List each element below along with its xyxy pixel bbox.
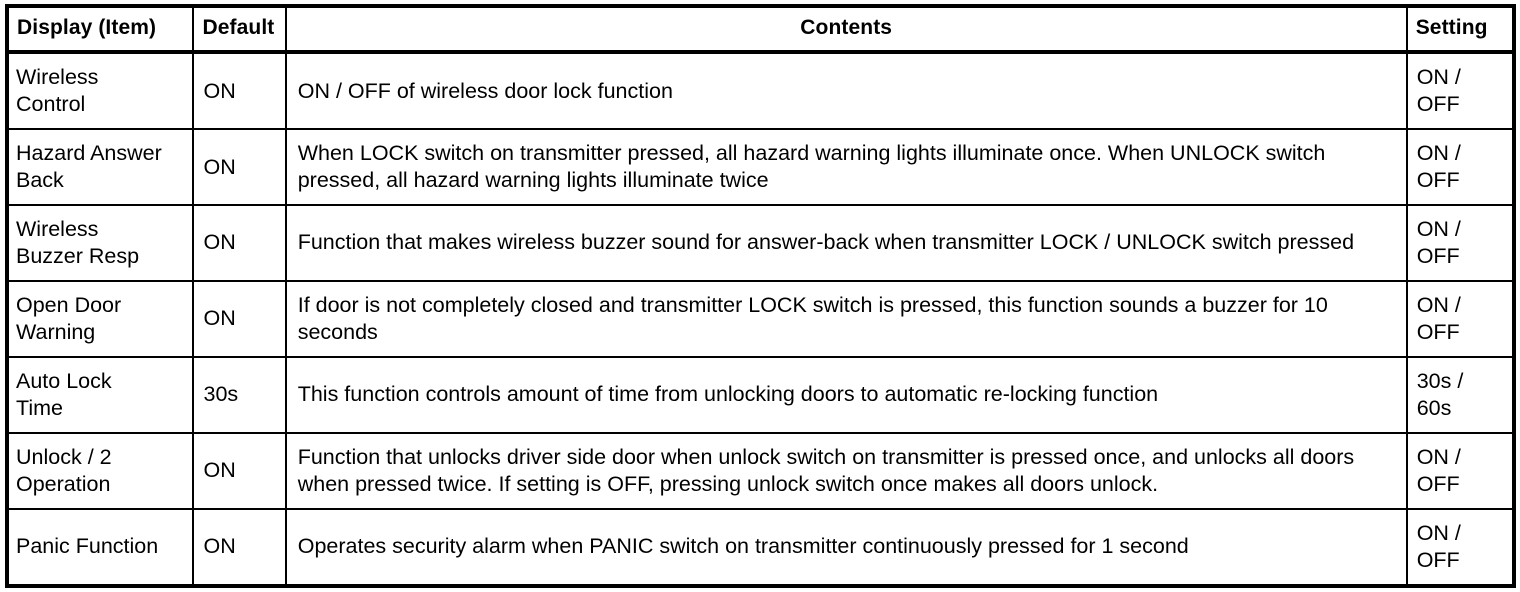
cell-contents: If door is not completely closed and tra… (285, 281, 1408, 358)
cell-display: Wireless Buzzer Resp (7, 205, 195, 282)
cell-contents: This function controls amount of time fr… (285, 356, 1408, 434)
table-row: Open Door Warning ON If door is not comp… (7, 281, 1514, 358)
display-line-2: Control (16, 92, 86, 117)
table-header: Display (Item) Default Contents Setting (7, 6, 1514, 54)
table-row: Unlock / 2 Operation ON Function that un… (7, 432, 1514, 510)
setting-line-1: ON / (1416, 292, 1461, 317)
cell-setting: 30s / 60s (1406, 356, 1514, 434)
setting-line-2: OFF (1416, 471, 1460, 496)
table-row: Panic Function ON Operates security alar… (7, 508, 1514, 586)
cell-contents: When LOCK switch on transmitter pressed,… (285, 129, 1408, 207)
cell-setting: ON / OFF (1406, 281, 1514, 358)
setting-line-1: ON / (1416, 444, 1461, 469)
cell-setting: ON / OFF (1407, 509, 1514, 586)
display-line-2: Buzzer Resp (16, 244, 140, 269)
cell-default: 30s (193, 356, 287, 434)
setting-line-2: OFF (1416, 168, 1460, 193)
display-line-1: Wireless (16, 64, 99, 89)
setting-line-2: OFF (1416, 319, 1460, 344)
wireless-door-lock-settings-table: Display (Item) Default Contents Setting … (5, 4, 1516, 588)
cell-contents: Function that unlocks driver side door w… (285, 432, 1408, 510)
cell-default: ON (193, 508, 287, 586)
display-line-1: Unlock / 2 (16, 444, 112, 469)
setting-line-2: OFF (1416, 547, 1460, 572)
setting-line-1: ON / (1416, 64, 1461, 89)
column-header-setting: Setting (1406, 6, 1514, 54)
cell-display: Open Door Warning (7, 281, 195, 358)
table-body: Wireless Control ON ON / OFF of wireless… (7, 52, 1514, 586)
display-line-1: Auto Lock (16, 368, 112, 393)
cell-contents: Operates security alarm when PANIC switc… (285, 508, 1408, 586)
display-line-1: Wireless (16, 216, 99, 241)
header-row: Display (Item) Default Contents Setting (7, 6, 1514, 54)
cell-contents: ON / OFF of wireless door lock function (285, 52, 1408, 131)
column-header-default: Default (193, 6, 287, 54)
display-line-2: Operation (16, 471, 111, 496)
cell-setting: ON / OFF (1406, 52, 1514, 131)
cell-setting: ON / OFF (1406, 129, 1514, 207)
cell-display: Unlock / 2 Operation (7, 432, 195, 510)
table-row: Hazard Answer Back ON When LOCK switch o… (7, 129, 1514, 207)
cell-default: ON (193, 129, 287, 207)
setting-line-1: ON / (1416, 520, 1461, 545)
display-line-1: Open Door (16, 292, 122, 317)
cell-display: Wireless Control (7, 52, 195, 131)
display-line-2: Time (16, 395, 63, 420)
display-line-2: Back (16, 168, 64, 193)
cell-display: Auto Lock Time (7, 356, 195, 434)
cell-setting: ON / OFF (1406, 205, 1514, 282)
table-row: Wireless Buzzer Resp ON Function that ma… (7, 205, 1514, 282)
cell-display: Hazard Answer Back (7, 129, 195, 207)
setting-line-2: OFF (1416, 92, 1460, 117)
display-line-1: Panic Function (16, 534, 159, 559)
setting-line-1: 30s / (1416, 368, 1464, 393)
cell-setting: ON / OFF (1406, 432, 1514, 510)
display-line-2: Warning (16, 319, 96, 344)
cell-default: ON (193, 205, 287, 282)
display-line-1: Hazard Answer (16, 141, 162, 166)
cell-default: ON (193, 52, 287, 131)
setting-line-2: OFF (1416, 244, 1460, 269)
cell-display: Panic Function (7, 508, 195, 586)
setting-line-2: 60s (1416, 395, 1452, 420)
setting-line-1: ON / (1416, 141, 1461, 166)
table-row: Wireless Control ON ON / OFF of wireless… (7, 52, 1514, 131)
table-row: Auto Lock Time 30s This function control… (7, 356, 1514, 434)
column-header-contents: Contents (285, 6, 1408, 54)
cell-default: ON (193, 281, 287, 358)
cell-contents: Function that makes wireless buzzer soun… (285, 205, 1408, 282)
cell-default: ON (193, 432, 287, 510)
column-header-display: Display (Item) (7, 6, 195, 54)
setting-line-1: ON / (1416, 216, 1461, 241)
